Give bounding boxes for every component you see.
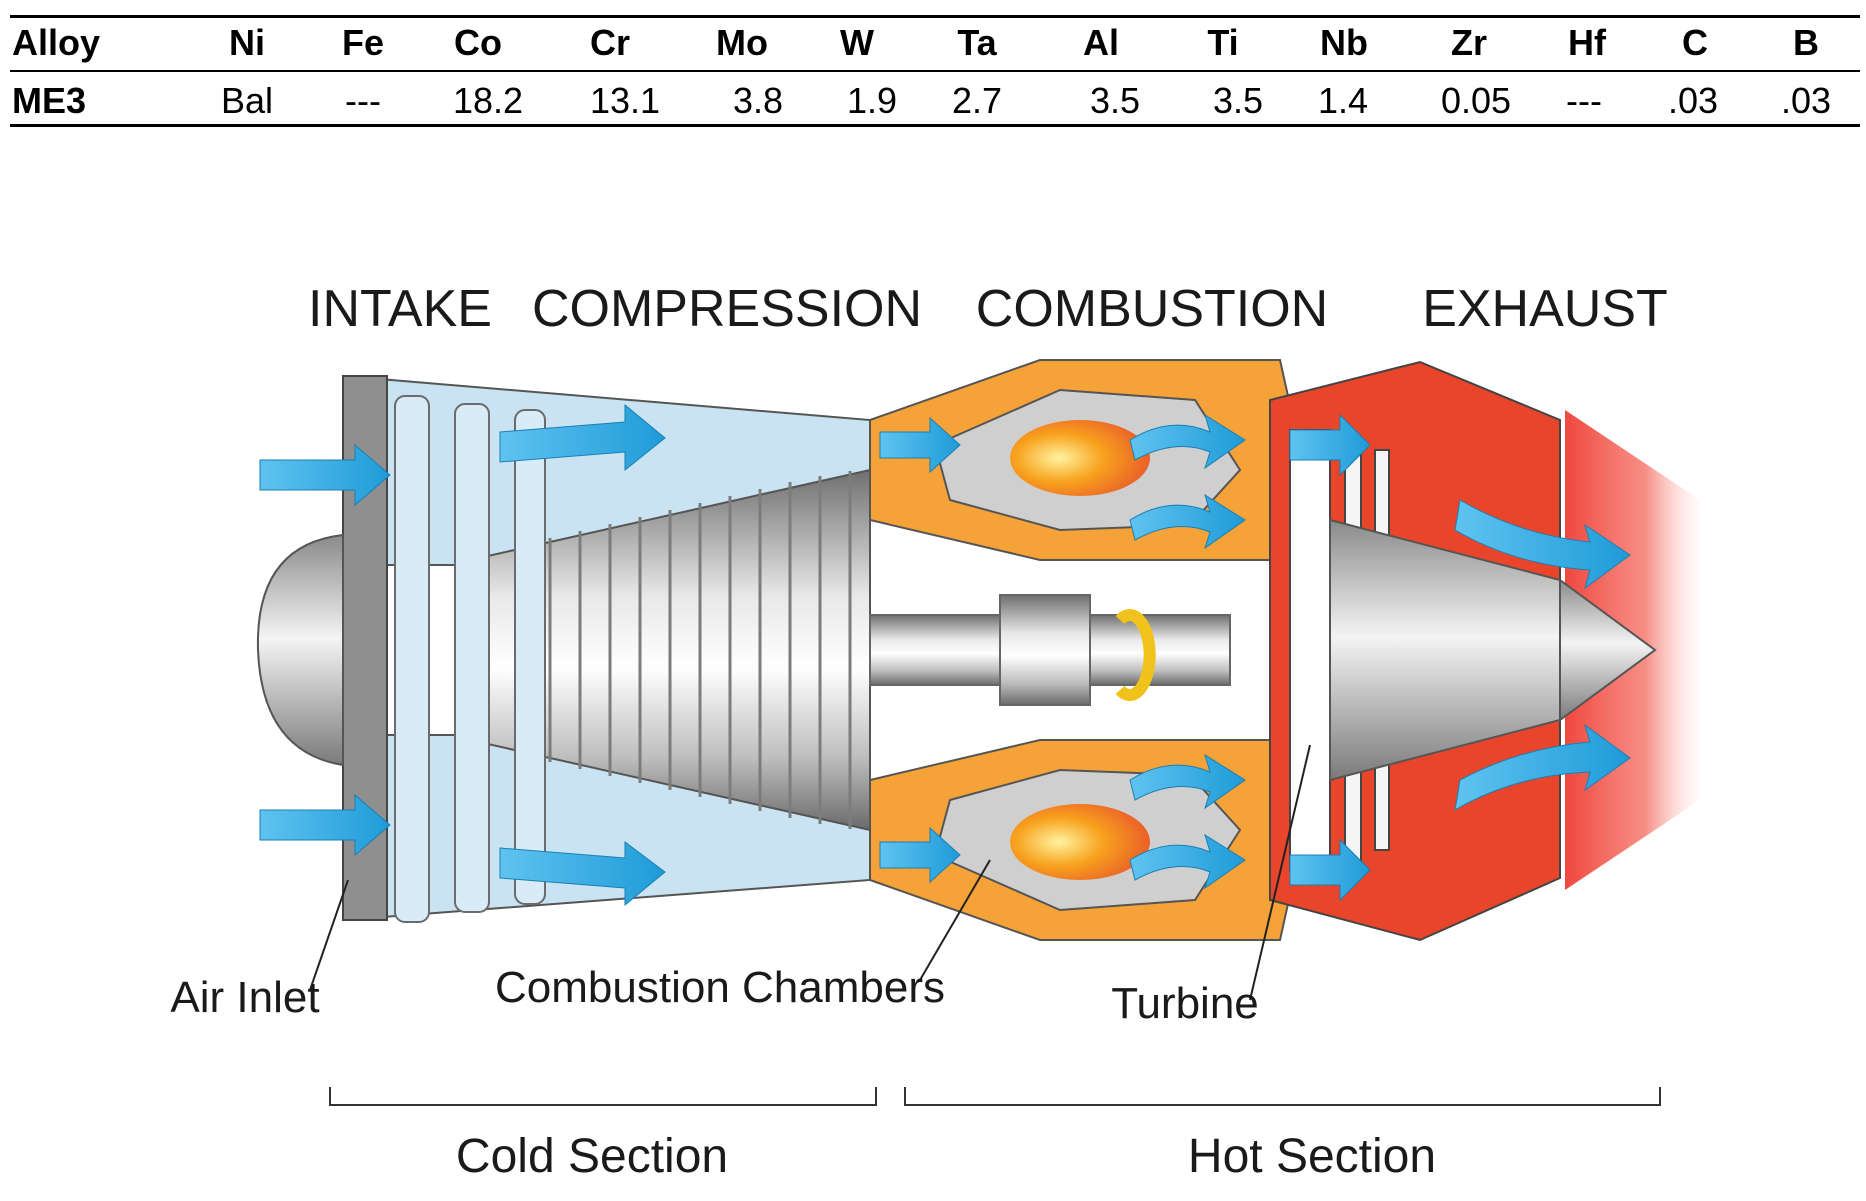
- header-ta: Ta: [957, 22, 997, 63]
- header-w: W: [840, 22, 874, 63]
- header-ni: Ni: [229, 22, 265, 63]
- cold-section-label: Cold Section: [456, 1130, 728, 1183]
- stage-combustion-label: COMBUSTION: [976, 280, 1328, 338]
- hot-section-bracket: [904, 1087, 1661, 1106]
- air-inlet-leader: [309, 879, 349, 991]
- header-ti: Ti: [1207, 22, 1239, 63]
- airflow-arrow-icon: [1129, 753, 1246, 810]
- airflow-arrow-icon: [1129, 413, 1246, 470]
- airflow-arrows: [259, 403, 1631, 907]
- cold-section-bracket: [329, 1087, 877, 1106]
- cell-fe: ---: [345, 80, 381, 121]
- header-mo: Mo: [716, 22, 768, 63]
- flame-bottom: [1010, 804, 1150, 880]
- turbine-leader: [1249, 744, 1311, 1001]
- cell-ta: 2.7: [951, 80, 1003, 121]
- stage-intake-label: INTAKE: [308, 280, 492, 338]
- header-co: Co: [454, 22, 502, 63]
- rotation-arrow-icon: [1115, 609, 1156, 701]
- combustion-section: [869, 359, 1302, 941]
- airflow-arrow-icon: [1454, 723, 1631, 811]
- air-inlet-label: Air Inlet: [170, 973, 319, 1022]
- header-cr: Cr: [589, 22, 631, 63]
- airflow-arrow-icon: [879, 826, 961, 884]
- header-al: Al: [1083, 22, 1119, 63]
- cell-c: .03: [1667, 80, 1719, 121]
- airflow-arrow-icon: [259, 443, 391, 507]
- cell-ni: Bal: [220, 80, 274, 121]
- header-b: B: [1793, 22, 1819, 63]
- fan-stages: [394, 395, 546, 923]
- cell-b: .03: [1780, 80, 1832, 121]
- airflow-arrow-icon: [499, 841, 666, 907]
- hot-section-label: Hot Section: [1188, 1130, 1436, 1183]
- combustion-chambers-leader: [919, 859, 991, 981]
- cell-cr: 13.1: [589, 80, 661, 121]
- table-bottom-rule: [10, 124, 1860, 127]
- header-nb: Nb: [1320, 22, 1368, 63]
- shaft-hub: [999, 594, 1091, 706]
- table-top-rule: [10, 15, 1860, 18]
- cell-nb: 1.4: [1317, 80, 1369, 121]
- cell-alloy: ME3: [12, 80, 87, 121]
- cell-mo: 3.8: [732, 80, 784, 121]
- table-header-rule: [10, 70, 1860, 72]
- cell-ti: 3.5: [1212, 80, 1264, 121]
- airflow-arrow-icon: [499, 403, 666, 472]
- header-c: C: [1682, 22, 1708, 63]
- compressor-blades: [518, 471, 852, 829]
- header-hf: Hf: [1568, 22, 1606, 63]
- header-fe: Fe: [341, 22, 385, 63]
- cell-hf: ---: [1566, 80, 1602, 121]
- airflow-arrow-icon: [259, 793, 391, 857]
- cell-zr: 0.05: [1440, 80, 1512, 121]
- turbine-label: Turbine: [1111, 979, 1259, 1028]
- header-alloy: Alloy: [12, 22, 101, 63]
- intake-nose-cone: [256, 533, 344, 767]
- combustion-chambers-label: Combustion Chambers: [495, 963, 945, 1012]
- alloy-composition-table: Alloy Ni Fe Co Cr Mo W Ta Al Ti Nb Zr Hf…: [0, 0, 1866, 140]
- stage-compression-label: COMPRESSION: [532, 280, 922, 338]
- airflow-arrow-icon: [879, 416, 961, 474]
- tail-cone-tip: [1559, 578, 1657, 722]
- airflow-arrow-icon: [1289, 838, 1371, 902]
- flame-top: [1010, 420, 1150, 496]
- cell-al: 3.5: [1089, 80, 1141, 121]
- header-zr: Zr: [1451, 22, 1487, 63]
- airflow-arrow-icon: [1129, 493, 1246, 550]
- cell-co: 18.2: [452, 80, 524, 121]
- stage-exhaust-label: EXHAUST: [1422, 280, 1668, 338]
- jet-engine-diagram: INTAKE COMPRESSION COMBUSTION EXHAUST: [170, 280, 1700, 1183]
- airflow-arrow-icon: [1289, 413, 1371, 477]
- cell-w: 1.9: [846, 80, 898, 121]
- airflow-arrow-icon: [1129, 833, 1246, 890]
- airflow-arrow-icon: [1454, 499, 1631, 590]
